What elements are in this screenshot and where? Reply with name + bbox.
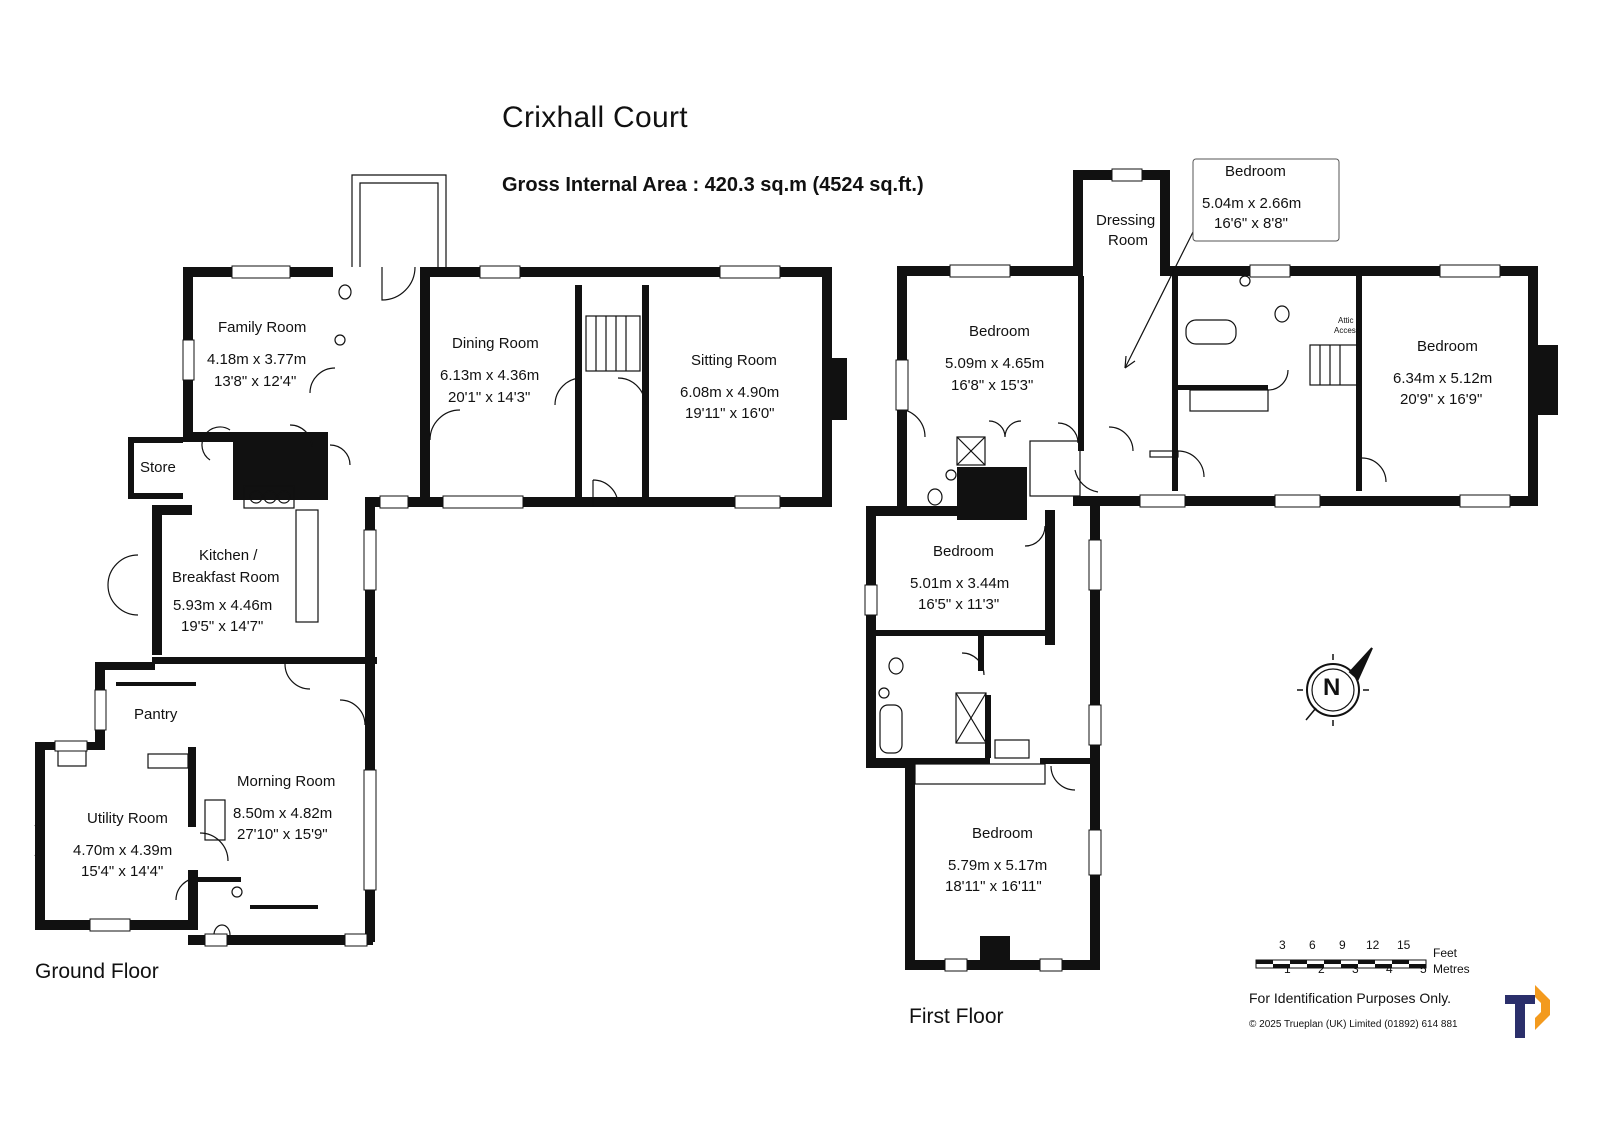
room-store-name: Store: [140, 459, 176, 476]
room-bedroom-3-name: Bedroom: [1417, 338, 1478, 355]
scale-feet-9: 9: [1339, 938, 1346, 952]
bedroom-callout-name: Bedroom: [1225, 163, 1286, 180]
scale-metre-2: 2: [1318, 962, 1325, 976]
compass-rose: [1297, 647, 1373, 726]
scale-feet-15: 15: [1397, 938, 1411, 952]
room-dressing-room-name-line2: Room: [1108, 232, 1149, 249]
room-bedroom-4-metric: 5.01m x 3.44m: [910, 575, 1010, 592]
first-floor-windows: [864, 168, 1511, 972]
first-floor-details: [878, 231, 1387, 791]
room-utility-room-metric: 4.70m x 4.39m: [73, 842, 173, 859]
room-dining-room-metric: 6.13m x 4.36m: [440, 367, 540, 384]
scale-feet-label: Feet: [1433, 946, 1458, 960]
room-family-room-metric: 4.18m x 3.77m: [207, 351, 307, 368]
scale-feet-12: 12: [1366, 938, 1380, 952]
room-bedroom-4-imperial: 16'5" x 11'3": [918, 596, 1000, 613]
room-sitting-room-metric: 6.08m x 4.90m: [680, 384, 780, 401]
room-family-room-name: Family Room: [218, 319, 307, 336]
room-bedroom-2-name: Bedroom: [969, 323, 1030, 340]
room-kitchen-metric: 5.93m x 4.46m: [173, 597, 273, 614]
scale-metres-label: Metres: [1433, 962, 1470, 976]
room-morning-room-metric: 8.50m x 4.82m: [233, 805, 333, 822]
room-utility-room-name: Utility Room: [87, 810, 168, 827]
room-sitting-room-imperial: 19'11" x 16'0": [685, 405, 775, 422]
room-family-room-imperial: 13'8" x 12'4": [214, 373, 297, 390]
ground-floor-details: [34, 174, 646, 946]
identification-disclaimer: For Identification Purposes Only.: [1249, 990, 1452, 1006]
room-dining-room-imperial: 20'1" x 14'3": [448, 389, 531, 406]
room-sitting-room-name: Sitting Room: [691, 352, 777, 369]
room-morning-room-name: Morning Room: [237, 773, 336, 790]
bedroom-callout-metric: 5.04m x 2.66m: [1202, 195, 1302, 212]
property-title: Crixhall Court: [502, 101, 688, 134]
scale-feet-3: 3: [1279, 938, 1286, 952]
scale-feet-6: 6: [1309, 938, 1316, 952]
scale-metre-1: 1: [1284, 962, 1291, 976]
room-bedroom-2-metric: 5.09m x 4.65m: [945, 355, 1045, 372]
ground-floor-windows: [54, 265, 781, 947]
room-morning-room-imperial: 27'10" x 15'9": [237, 826, 328, 843]
first-floor-walls: [866, 170, 1558, 970]
trueplan-logo: [1505, 985, 1550, 1038]
copyright-notice: © 2025 Trueplan (UK) Limited (01892) 614…: [1249, 1019, 1458, 1030]
room-bedroom-2-imperial: 16'8" x 15'3": [951, 377, 1034, 394]
attic-access-label-line2: Access: [1334, 326, 1360, 335]
room-kitchen-name-line2: Breakfast Room: [172, 569, 280, 586]
scale-metre-5: 5: [1420, 962, 1427, 976]
room-bedroom-5-name: Bedroom: [972, 825, 1033, 842]
room-dressing-room-name-line1: Dressing: [1096, 212, 1156, 229]
room-bedroom-4-name: Bedroom: [933, 543, 994, 560]
room-bedroom-3-imperial: 20'9" x 16'9": [1400, 391, 1483, 408]
room-kitchen-imperial: 19'5" x 14'7": [181, 618, 264, 635]
gross-internal-area: Gross Internal Area : 420.3 sq.m (4524 s…: [502, 174, 924, 196]
scale-metre-3: 3: [1352, 962, 1359, 976]
scale-bar: [1255, 959, 1427, 969]
room-kitchen-name-line1: Kitchen /: [199, 547, 258, 564]
room-dining-room-name: Dining Room: [452, 335, 539, 352]
bedroom-callout-imperial: 16'6" x 8'8": [1214, 215, 1288, 232]
compass-north-letter: N: [1323, 674, 1341, 701]
room-utility-room-imperial: 15'4" x 14'4": [81, 863, 164, 880]
scale-metre-4: 4: [1386, 962, 1393, 976]
room-bedroom-3-metric: 6.34m x 5.12m: [1393, 370, 1493, 387]
first-floor-label: First Floor: [909, 1005, 1004, 1028]
room-pantry-name: Pantry: [134, 706, 178, 723]
room-bedroom-5-metric: 5.79m x 5.17m: [948, 857, 1048, 874]
ground-floor-label: Ground Floor: [35, 960, 159, 983]
bedroom-callout-box: [1192, 158, 1340, 242]
attic-access-label-line1: Attic: [1338, 316, 1354, 325]
room-bedroom-5-imperial: 18'11" x 16'11": [945, 878, 1042, 895]
